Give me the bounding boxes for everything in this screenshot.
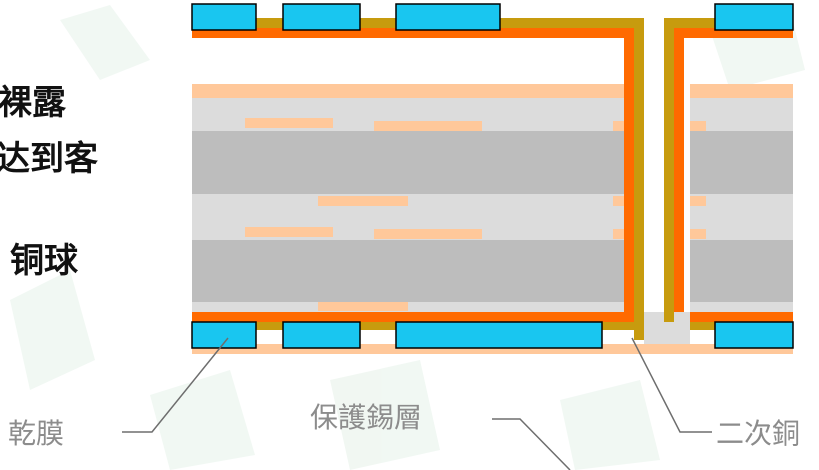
secondary-copper-plating — [664, 312, 674, 322]
drilled-hole — [645, 36, 668, 312]
protective-tin-label: 保護錫層 — [310, 401, 423, 434]
left-text-line-1: 的裸露 — [0, 83, 66, 123]
leader-lines — [122, 337, 712, 470]
dry-film-pad — [282, 3, 361, 31]
dry-film-bottom — [191, 321, 794, 349]
dry-film-pad — [191, 3, 257, 31]
watermark-shape — [150, 370, 255, 470]
inner-copper-pad — [690, 121, 706, 131]
inner-copper-pad — [318, 196, 408, 206]
secondary-copper-plating — [192, 312, 634, 322]
watermark-shape — [560, 380, 660, 470]
core-layer — [690, 131, 793, 194]
prepreg-layer — [690, 194, 793, 240]
core-layer — [192, 240, 629, 302]
inner-copper-pad — [690, 196, 706, 206]
inner-stack-left — [192, 84, 629, 312]
inner-copper-pad — [374, 121, 482, 131]
inner-copper-layer-top — [192, 84, 629, 98]
inner-copper-pad — [690, 229, 706, 239]
watermark-shape — [60, 5, 150, 80]
inner-stack-right — [690, 84, 793, 312]
watermark-shape — [330, 360, 440, 470]
inner-copper-pad — [613, 196, 629, 206]
dry-film-pad — [395, 3, 501, 31]
dry-film-leader — [122, 337, 229, 433]
dry-film-pad — [282, 321, 361, 349]
inner-copper-pad — [245, 227, 333, 237]
dry-film-top — [191, 3, 794, 31]
core-layer — [690, 240, 793, 302]
inner-copper-pad — [245, 118, 333, 128]
dry-film-pad — [714, 321, 794, 349]
watermark-pattern — [10, 5, 805, 470]
inner-copper-layer-bottom — [192, 344, 793, 354]
protective-tin-leader — [492, 418, 571, 470]
left-text-line-3: 铜球 — [10, 241, 78, 281]
dry-film-pad — [714, 3, 794, 31]
prepreg-layer — [690, 98, 793, 131]
inner-copper-layer-top — [690, 84, 793, 98]
left-text-line-2: 达到客 — [0, 139, 98, 179]
secondary-copper-leader — [631, 337, 712, 433]
secondary-copper-plating — [674, 312, 793, 322]
prepreg-layer — [192, 302, 629, 312]
inner-copper-pad — [318, 302, 408, 311]
inner-copper-pad — [613, 121, 629, 131]
inner-copper-pad — [374, 229, 482, 239]
prepreg-layer — [690, 302, 793, 312]
dry-film-label: 乾膜 — [8, 417, 65, 450]
watermark-shape — [10, 270, 95, 390]
secondary-copper-label: 二次銅 — [716, 417, 801, 450]
core-layer — [192, 131, 629, 194]
dry-film-pad — [395, 321, 603, 349]
inner-copper-pad — [613, 229, 629, 239]
